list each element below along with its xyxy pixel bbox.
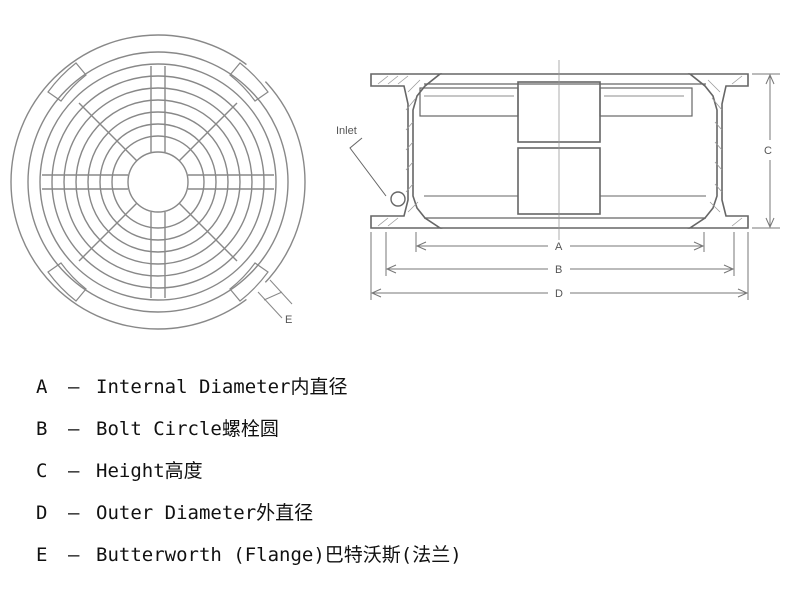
side-view-housing xyxy=(370,60,749,240)
legend-dash: – xyxy=(68,544,80,566)
legend-letter: B xyxy=(36,418,48,440)
legend-item-e: E–Butterworth (Flange)巴特沃斯(法兰) xyxy=(36,540,462,582)
legend-letter: A xyxy=(36,376,48,398)
legend-text: Height高度 xyxy=(96,460,203,482)
legend-dash: – xyxy=(68,502,80,524)
legend-dash: – xyxy=(68,376,80,398)
label-e: E xyxy=(285,314,292,326)
dimension-legend: A–Internal Diameter内直径 B–Bolt Circle螺栓圆 … xyxy=(36,372,462,582)
legend-letter: D xyxy=(36,502,48,524)
label-inlet: Inlet xyxy=(336,125,357,137)
legend-text: Outer Diameter外直径 xyxy=(96,502,314,524)
label-a: A xyxy=(555,241,563,253)
legend-text: Butterworth (Flange)巴特沃斯(法兰) xyxy=(96,544,462,566)
legend-dash: – xyxy=(68,460,80,482)
label-c: C xyxy=(764,145,772,157)
label-b: B xyxy=(555,264,562,276)
legend-dash: – xyxy=(68,418,80,440)
fan-diagram: E xyxy=(10,34,780,330)
legend-text: Bolt Circle螺栓圆 xyxy=(96,418,279,440)
legend-item-b: B–Bolt Circle螺栓圆 xyxy=(36,414,462,456)
legend-item-c: C–Height高度 xyxy=(36,456,462,498)
legend-item-a: A–Internal Diameter内直径 xyxy=(36,372,462,414)
legend-text: Internal Diameter内直径 xyxy=(96,376,348,398)
label-d: D xyxy=(555,288,563,300)
legend-item-d: D–Outer Diameter外直径 xyxy=(36,498,462,540)
front-view-guard xyxy=(10,34,306,330)
legend-letter: C xyxy=(36,460,48,482)
legend-letter: E xyxy=(36,544,48,566)
